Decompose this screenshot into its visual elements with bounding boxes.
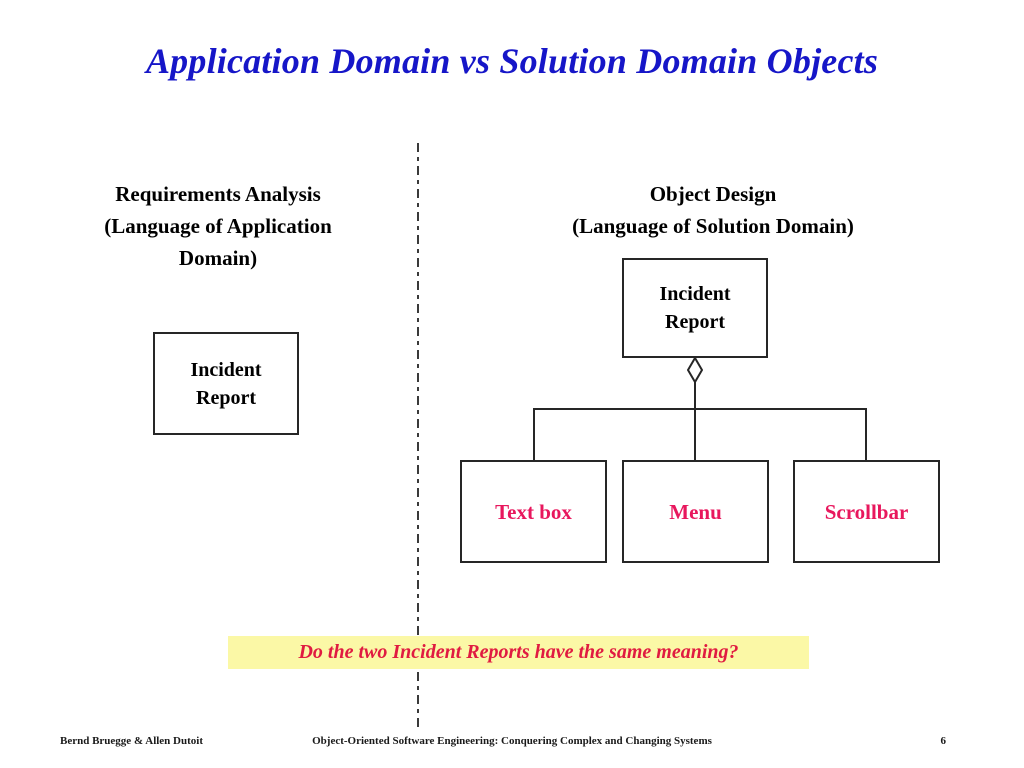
class-box-label: Incident Report (659, 280, 730, 336)
connector-line-stem (694, 382, 696, 410)
class-box-label: Incident Report (190, 356, 261, 412)
class-box-scrollbar: Scrollbar (793, 460, 940, 563)
highlighted-question-text: Do the two Incident Reports have the sam… (298, 641, 739, 663)
class-box-menu: Menu (622, 460, 769, 563)
connector-line-drop-menu (694, 408, 696, 460)
page-title: Application Domain vs Solution Domain Ob… (145, 41, 879, 81)
aggregation-diamond-icon (687, 357, 703, 383)
class-box-label: Menu (669, 499, 722, 524)
slide-footer: Bernd Bruegge & Allen Dutoit Object-Orie… (0, 735, 1024, 753)
column-heading-line-2: (Language of Solution Domain) (572, 214, 854, 238)
class-box-label: Scrollbar (824, 499, 909, 524)
footer-authors: Bernd Bruegge & Allen Dutoit (60, 735, 203, 747)
class-box-text-box: Text box (460, 460, 607, 563)
column-heading-object-design: Object Design (Language of Solution Doma… (512, 178, 914, 242)
highlighted-question-banner: Do the two Incident Reports have the sam… (228, 636, 809, 669)
class-box-label-line-1: Incident (659, 283, 731, 305)
class-box-analysis-incident-report: Incident Report (153, 332, 299, 435)
connector-line-drop-scrollbar (865, 408, 867, 460)
column-heading-line-1: Requirements Analysis (115, 182, 321, 206)
footer-page-number: 6 (940, 735, 947, 747)
connector-line-drop-text-box (533, 408, 535, 460)
column-heading-line-2: (Language of Application (104, 214, 332, 238)
class-box-label: Text box (495, 499, 572, 524)
connector-line-horizontal-bus (533, 408, 867, 410)
class-box-label-line-2: Report (196, 386, 256, 409)
column-heading-line-3: Domain) (178, 246, 258, 270)
domain-divider-line (417, 143, 419, 727)
class-box-design-incident-report: Incident Report (622, 258, 768, 358)
footer-book-title: Object-Oriented Software Engineering: Co… (312, 735, 712, 747)
class-box-label-line-1: Incident (190, 358, 262, 381)
column-heading-line-1: Object Design (649, 182, 777, 206)
column-heading-requirements-analysis: Requirements Analysis (Language of Appli… (74, 178, 362, 274)
class-box-label-line-2: Report (665, 311, 725, 333)
